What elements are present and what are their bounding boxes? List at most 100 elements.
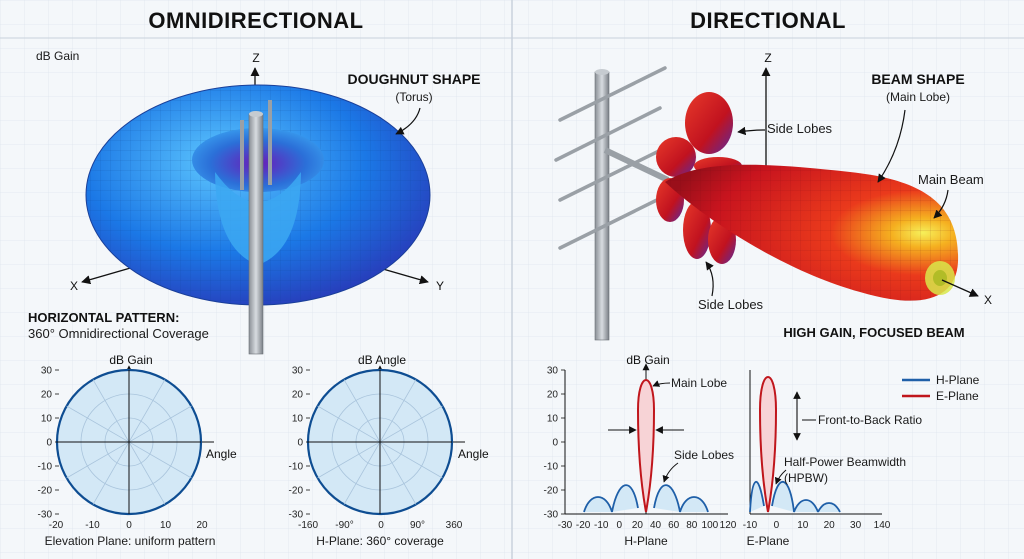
main-beam-label: Main Beam xyxy=(918,172,984,187)
plot3-xtick: 60 xyxy=(668,520,680,531)
hplane-polar-plot: dB Angle Angle 30 20 10 0 -10 -20 -30 -160 -90°… xyxy=(289,353,489,548)
plot1-ytick: 20 xyxy=(41,390,53,401)
plot1-ytick: 30 xyxy=(41,366,53,377)
dir-z-label: Z xyxy=(764,51,771,65)
plot1-ytick: 10 xyxy=(41,414,53,425)
omni-y-label: Y xyxy=(436,279,444,293)
plot3-xtick: -30 xyxy=(558,520,573,531)
plot3-caption: H-Plane xyxy=(624,534,668,548)
plot3-ytick: -20 xyxy=(544,486,559,497)
directional-title: DIRECTIONAL xyxy=(690,8,846,33)
legend-label: H-Plane xyxy=(936,373,980,387)
side-lobes-top-arrow xyxy=(737,126,766,136)
eplane-rect-plot: Front-to-Back Ratio Half-Power Beamwidth… xyxy=(743,370,922,548)
plot1-xtick: 20 xyxy=(196,520,208,531)
main-beam-arrow xyxy=(933,189,949,219)
omni-rod-left xyxy=(240,120,244,190)
plot2-ytick: 10 xyxy=(292,414,304,425)
plot1-ytick: -20 xyxy=(38,486,53,497)
plot3-xtick: 40 xyxy=(650,520,662,531)
side-lobes-3d xyxy=(656,92,742,264)
plot4-xtick: 30 xyxy=(850,520,862,531)
plot1-xlabel: Angle xyxy=(206,447,237,461)
plot1-xtick: -20 xyxy=(49,520,64,531)
plot3-xtick: -20 xyxy=(576,520,591,531)
beam-shape-title: BEAM SHAPE xyxy=(871,71,964,87)
plot1-xtick: 0 xyxy=(126,520,132,531)
plot2-ytick: -30 xyxy=(289,510,304,521)
plot4-xtick: 20 xyxy=(824,520,836,531)
omni-rod-right xyxy=(268,100,272,185)
plot4-xtick: 140 xyxy=(874,520,891,531)
plot2-xtick: -160 xyxy=(298,520,318,531)
plot4-xtick: -10 xyxy=(743,520,758,531)
doughnut-subtitle: (Torus) xyxy=(395,90,432,104)
pattern-subtitle: 360° Omnidirectional Coverage xyxy=(28,326,209,341)
hpbw-label-2: (HPBW) xyxy=(784,471,828,485)
plot1-ytick: -30 xyxy=(38,510,53,521)
high-gain-label: HIGH GAIN, FOCUSED BEAM xyxy=(783,325,964,340)
plot1-ytick: 0 xyxy=(46,438,52,449)
plot1-ytick: -10 xyxy=(38,462,53,473)
omni-mast-top xyxy=(249,111,263,117)
plot3-ytick: 30 xyxy=(547,366,559,377)
plot3-xtick: 120 xyxy=(720,520,737,531)
side-lobes-top-label: Side Lobes xyxy=(767,121,833,136)
plot3-ytick: -10 xyxy=(544,462,559,473)
omni-title: OMNIDIRECTIONAL xyxy=(148,8,363,33)
plot3-xtick: 100 xyxy=(702,520,719,531)
front-to-back-label: Front-to-Back Ratio xyxy=(818,413,922,427)
plot4-xtick: 10 xyxy=(797,520,809,531)
plot2-xlabel: Angle xyxy=(458,447,489,461)
yagi-antenna xyxy=(554,66,670,341)
plot1-xtick: -10 xyxy=(85,520,100,531)
plot3-ytick: 0 xyxy=(552,438,558,449)
plot4-xtick: 0 xyxy=(774,520,780,531)
plot2-xtick: 0 xyxy=(378,520,384,531)
plot2-xtick: -90° xyxy=(335,520,353,531)
legend-label: E-Plane xyxy=(936,389,979,403)
plot2-ytick: -20 xyxy=(289,486,304,497)
main-beam-3d xyxy=(665,164,959,301)
plot3-ytick: -30 xyxy=(544,510,559,521)
plot2-ytick: 30 xyxy=(292,366,304,377)
plot2-xtick: 360 xyxy=(446,520,463,531)
plot3-ytick: 10 xyxy=(547,414,559,425)
plot3-xtick: -10 xyxy=(594,520,609,531)
omni-z-label: Z xyxy=(252,51,259,65)
beam-shape-arrow xyxy=(877,109,906,183)
doughnut-title: DOUGHNUT SHAPE xyxy=(347,71,480,87)
plot3-xtick: 80 xyxy=(686,520,698,531)
side-lobes-bottom-label: Side Lobes xyxy=(698,297,764,312)
plot2-ylabel: dB Angle xyxy=(358,353,406,367)
plot2-ytick: 0 xyxy=(297,438,303,449)
dir-x-label: X xyxy=(984,293,992,307)
plot2-xtick: 90° xyxy=(410,520,425,531)
plot1-ylabel: dB Gain xyxy=(109,353,152,367)
pattern-title: HORIZONTAL PATTERN: xyxy=(28,310,179,325)
plot3-xtick: 0 xyxy=(617,520,623,531)
main-lobe-label: Main Lobe xyxy=(671,376,727,390)
plot3-xtick: 20 xyxy=(632,520,644,531)
omni-db-gain-label: dB Gain xyxy=(36,49,79,63)
hpbw-label-1: Half-Power Beamwidth xyxy=(784,455,906,469)
plot3-ytick: 20 xyxy=(547,390,559,401)
plot3-side-lobes-label: Side Lobes xyxy=(674,448,734,462)
doughnut-arrow xyxy=(395,107,421,135)
plot2-ytick: 20 xyxy=(292,390,304,401)
plot2-ytick: -10 xyxy=(289,462,304,473)
side-lobes-bottom-arrow xyxy=(705,261,714,297)
plot3-ylabel: dB Gain xyxy=(626,353,669,367)
plot2-caption: H-Plane: 360° coverage xyxy=(316,534,444,548)
omni-x-label: X xyxy=(70,279,78,293)
omni-mast xyxy=(248,113,264,355)
beam-shape-subtitle: (Main Lobe) xyxy=(886,90,950,104)
directional-panel: DIRECTIONAL Z xyxy=(544,8,992,548)
plot1-xtick: 10 xyxy=(160,520,172,531)
plot1-caption: Elevation Plane: uniform pattern xyxy=(45,534,216,548)
dir-x-axis xyxy=(941,279,979,297)
